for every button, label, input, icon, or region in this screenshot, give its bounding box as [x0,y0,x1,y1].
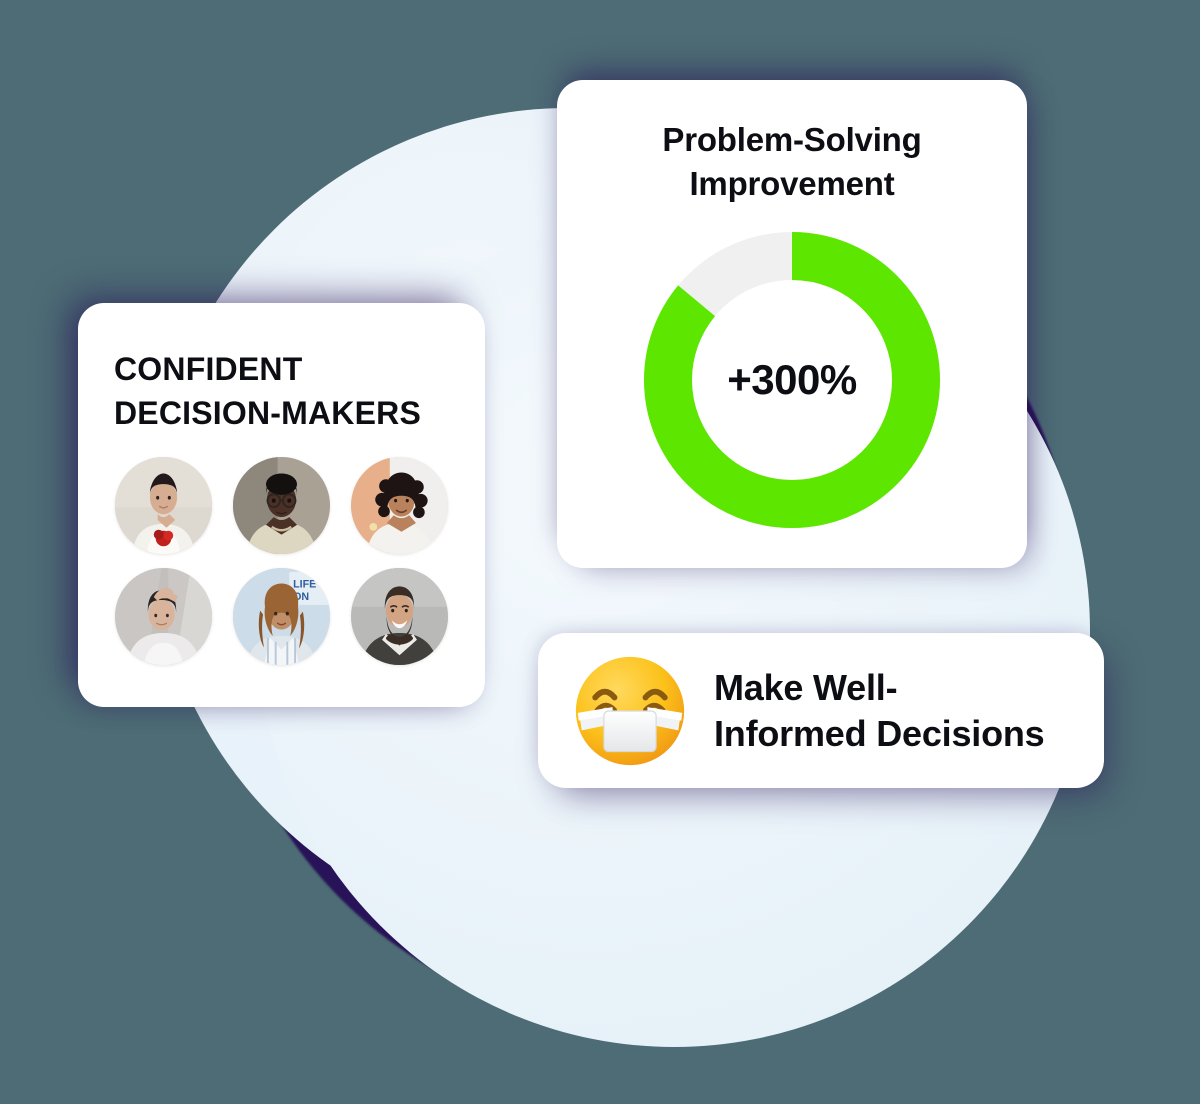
avatar [115,568,213,666]
problem-solving-improvement-card: Problem-Solving Improvement +300% [557,80,1027,568]
banner-label: Make Well- Informed Decisions [714,665,1045,756]
make-well-informed-decisions-banner: Make Well- Informed Decisions [538,633,1104,788]
confident-decision-makers-card: CONFIDENT DECISION-MAKERS [78,303,485,707]
donut-center-value: +300% [727,355,857,403]
chart-card-title-line-2: Improvement [689,164,895,202]
face-with-medical-mask-icon [572,653,688,769]
donut-progress-arc [644,231,940,528]
avatar: LIFE ON [232,568,330,666]
improvement-donut-chart: +300% [642,230,942,530]
avatar [232,457,330,555]
avatar [350,457,448,555]
chart-card-title: Problem-Solving Improvement [662,118,921,206]
banner-label-line-2: Informed Decisions [714,712,1045,754]
people-card-title: CONFIDENT DECISION-MAKERS [114,347,449,435]
svg-text:LIFE: LIFE [293,579,316,591]
avatar-grid: LIFE ON [114,457,449,666]
avatar [115,457,213,555]
people-card-title-line-1: CONFIDENT [114,351,303,387]
people-card-title-line-2: DECISION-MAKERS [114,395,422,432]
avatar [350,568,448,666]
banner-label-line-1: Make Well- [714,667,898,709]
donut-svg [644,231,940,528]
chart-card-title-line-1: Problem-Solving [662,121,922,158]
